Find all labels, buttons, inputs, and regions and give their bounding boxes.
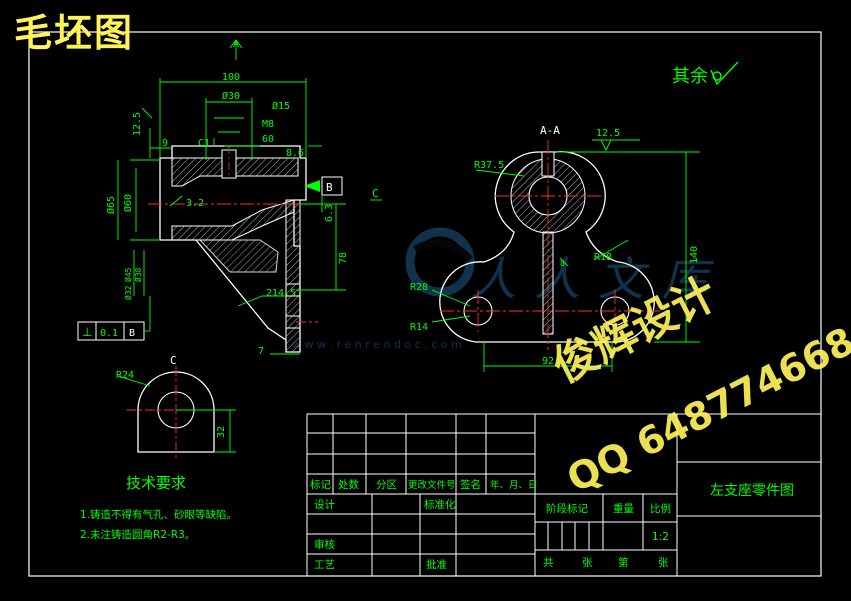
front-flange — [285, 199, 301, 353]
section-arrow-a: A — [233, 39, 239, 50]
view-arrow-c: C — [372, 187, 379, 200]
dim-dia60: Ø60 — [122, 194, 134, 212]
dim-78: 78 — [338, 252, 349, 264]
dim-r28: R28 — [410, 282, 428, 293]
dim-sec-12-5: 12.5 — [596, 128, 620, 139]
tb-header-count: 处数 — [338, 478, 359, 491]
tb-stage-mark: 阶段标记 — [546, 502, 588, 515]
dim-7: 7 — [258, 346, 264, 357]
view-c: C R24 32 — [116, 354, 236, 460]
site-watermark-text: 人人文库 — [470, 252, 726, 306]
dim-32: 32 — [216, 426, 227, 438]
tb-header-date: 年、月、日 — [490, 479, 538, 491]
dim-3-2: 3.2 — [186, 198, 204, 209]
tb-standardization: 标准化 — [424, 498, 456, 511]
dim-dia45: Ø45 — [123, 267, 133, 282]
roughness-note: 其余 — [672, 66, 708, 87]
tb-weight: 重量 — [613, 502, 634, 515]
dim-dia32: Ø32 — [123, 285, 133, 300]
tech-requirements: 技术要求 1.铸造不得有气孔、砂眼等缺陷。 2.未注铸造圆角R2-R3。 — [80, 474, 237, 541]
title-block: 标记 处数 分区 更改文件号 签名 年、月、日 设计 标准化 审核 工艺 批准 … — [306, 413, 822, 577]
tb-scale-value: 1:2 — [652, 531, 669, 543]
section-aa-view: A-A — [410, 124, 700, 372]
dim-dia15: Ø15 — [272, 100, 290, 112]
dim-r37-5: R37.5 — [474, 160, 504, 171]
dim-r24: R24 — [116, 370, 134, 381]
tb-header-mark: 标记 — [310, 479, 331, 491]
tech-requirements-title: 技术要求 — [126, 474, 186, 492]
drawing-headline: 毛坯图 — [14, 10, 135, 55]
tb-header-change-doc: 更改文件号 — [408, 479, 456, 491]
perpendicularity-frame: ⊥ 0.1 B — [77, 296, 151, 341]
dim-c1: C1 — [198, 138, 210, 149]
tb-design: 设计 — [314, 498, 335, 511]
front-section-view: B A C 100 Ø30 Ø15 M8 60 12.5 9 C1 8.6 Ø6… — [77, 39, 382, 357]
dim-dia38: Ø38 — [133, 267, 143, 282]
tb-header-sign: 签名 — [460, 478, 481, 491]
dim-m8: M8 — [262, 119, 274, 130]
tech-requirement-1: 1.铸造不得有气孔、砂眼等缺陷。 — [80, 508, 237, 521]
dim-web-8: 8 — [560, 259, 565, 268]
front-rib — [198, 239, 279, 273]
dim-r18: R18 — [594, 252, 612, 263]
tb-approve: 批准 — [426, 558, 447, 571]
site-watermark: 人人文库 w w w . r e n r e n d o c . c o m — [292, 227, 726, 351]
section-aa-outline — [439, 151, 655, 343]
dim-dia30: Ø30 — [222, 90, 240, 102]
site-watermark-url: w w w . r e n r e n d o c . c o m — [292, 338, 462, 351]
roughness-symbol-icon — [710, 61, 739, 86]
tb-total: 共 — [543, 557, 554, 569]
tb-scale-label: 比例 — [650, 502, 671, 515]
dim-100: 100 — [222, 72, 240, 83]
dim-8-6: 8.6 — [286, 148, 304, 159]
view-c-outline — [137, 371, 215, 453]
dim-roughness-12-5: 12.5 — [132, 112, 143, 136]
tolerance-datum: B — [129, 328, 135, 339]
tb-page: 第 — [618, 556, 629, 569]
dim-6-3: 6.3 — [324, 204, 335, 222]
tolerance-symbol: ⊥ — [82, 325, 92, 339]
dim-140: 140 — [689, 246, 700, 264]
tb-header-zone: 分区 — [376, 479, 397, 491]
tech-requirement-2: 2.未注铸造圆角R2-R3。 — [80, 528, 195, 541]
view-c-label: C — [170, 354, 177, 367]
tb-review: 审核 — [314, 538, 335, 551]
datum-b-label: B — [326, 181, 333, 194]
dim-92: 92 — [542, 356, 554, 367]
dim-9: 9 — [162, 138, 168, 149]
tb-sheet: 张 — [658, 557, 669, 569]
dim-r14: R14 — [410, 322, 428, 333]
tolerance-value: 0.1 — [100, 328, 118, 339]
tb-sheets: 张 — [582, 557, 593, 569]
dim-2x-dia14-5: 2ר14.5 — [266, 288, 302, 299]
dim-dia65: Ø65 — [105, 196, 117, 214]
dim-60: 60 — [262, 134, 274, 145]
tb-process: 工艺 — [314, 559, 335, 571]
part-name: 左支座零件图 — [710, 483, 794, 499]
section-aa-label: A-A — [540, 124, 560, 137]
